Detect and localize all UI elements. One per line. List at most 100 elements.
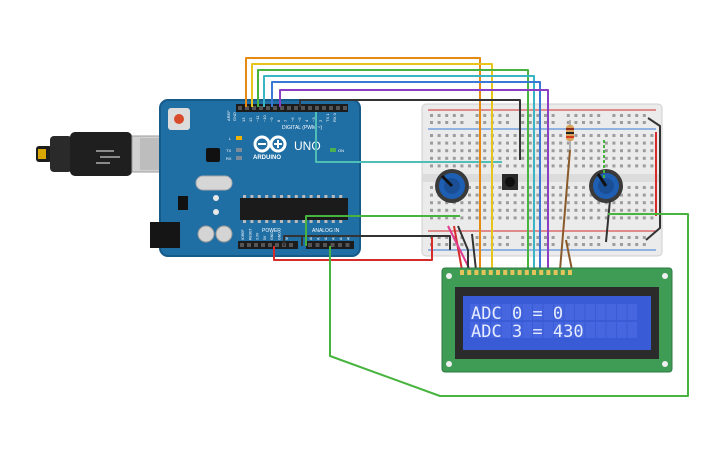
- breadboard-hole[interactable]: [483, 216, 487, 220]
- lcd-pin[interactable]: [510, 270, 515, 275]
- breadboard-hole[interactable]: [528, 164, 532, 168]
- breadboard-hole[interactable]: [574, 186, 578, 189]
- rail-hole[interactable]: [597, 121, 601, 124]
- lcd-pin[interactable]: [560, 270, 565, 275]
- breadboard-hole[interactable]: [612, 149, 616, 153]
- wire-black-lcd[interactable]: [471, 233, 477, 271]
- rail-hole[interactable]: [460, 121, 464, 124]
- breadboard-hole[interactable]: [437, 156, 441, 160]
- breadboard-hole[interactable]: [536, 164, 540, 168]
- breadboard-hole[interactable]: [475, 156, 479, 160]
- rail-hole[interactable]: [642, 121, 646, 124]
- rail-hole[interactable]: [536, 121, 540, 124]
- breadboard-hole[interactable]: [650, 193, 654, 197]
- breadboard-hole[interactable]: [521, 141, 525, 145]
- breadboard-hole[interactable]: [498, 149, 502, 153]
- breadboard-hole[interactable]: [635, 186, 639, 189]
- breadboard-hole[interactable]: [513, 156, 517, 160]
- rail-hole[interactable]: [521, 236, 525, 239]
- breadboard-hole[interactable]: [566, 208, 570, 212]
- header-pin[interactable]: [338, 243, 342, 247]
- rail-hole[interactable]: [528, 243, 532, 246]
- breadboard-hole[interactable]: [437, 164, 441, 168]
- rail-hole[interactable]: [498, 236, 502, 239]
- breadboard-hole[interactable]: [650, 201, 654, 205]
- rail-hole[interactable]: [521, 243, 525, 246]
- rail-hole[interactable]: [566, 243, 570, 246]
- breadboard-hole[interactable]: [582, 134, 585, 137]
- rail-hole[interactable]: [483, 114, 487, 117]
- breadboard-hole[interactable]: [475, 164, 479, 168]
- breadboard-hole[interactable]: [460, 201, 464, 205]
- header-pin[interactable]: [322, 106, 326, 110]
- breadboard-hole[interactable]: [468, 149, 471, 153]
- breadboard-hole[interactable]: [445, 164, 449, 168]
- wire-green[interactable]: [257, 69, 529, 140]
- breadboard-hole[interactable]: [582, 193, 585, 197]
- breadboard-hole[interactable]: [437, 149, 441, 153]
- lcd-pin[interactable]: [481, 270, 486, 275]
- breadboard-hole[interactable]: [528, 216, 532, 220]
- rail-hole[interactable]: [483, 236, 487, 239]
- breadboard-hole[interactable]: [642, 216, 646, 220]
- header-pin[interactable]: [287, 106, 291, 110]
- rail-hole[interactable]: [452, 114, 456, 117]
- rail-hole[interactable]: [620, 121, 623, 124]
- rail-hole[interactable]: [521, 114, 525, 117]
- breadboard-hole[interactable]: [498, 186, 502, 189]
- breadboard-hole[interactable]: [635, 164, 639, 168]
- breadboard-hole[interactable]: [551, 216, 555, 220]
- lcd-pin[interactable]: [496, 270, 500, 275]
- breadboard-hole[interactable]: [483, 149, 487, 153]
- breadboard-hole[interactable]: [468, 164, 471, 168]
- breadboard-hole[interactable]: [528, 141, 532, 145]
- breadboard-hole[interactable]: [430, 156, 433, 160]
- wire-black-pot[interactable]: [605, 199, 611, 243]
- breadboard-hole[interactable]: [597, 208, 601, 212]
- rail-hole[interactable]: [612, 121, 616, 124]
- breadboard-hole[interactable]: [582, 164, 585, 168]
- breadboard-hole[interactable]: [536, 208, 540, 212]
- breadboard-hole[interactable]: [445, 201, 449, 205]
- breadboard-hole[interactable]: [506, 193, 509, 197]
- rail-hole[interactable]: [536, 114, 540, 117]
- rail-hole[interactable]: [551, 114, 555, 117]
- rail-hole[interactable]: [506, 121, 509, 124]
- rail-hole[interactable]: [528, 236, 532, 239]
- wire-green-a0[interactable]: [305, 215, 460, 246]
- header-pin[interactable]: [315, 106, 319, 110]
- rail-hole[interactable]: [506, 114, 509, 117]
- breadboard-hole[interactable]: [566, 193, 570, 197]
- lcd-pin[interactable]: [474, 270, 479, 275]
- header-pin[interactable]: [329, 106, 333, 110]
- header-pin[interactable]: [252, 106, 256, 110]
- breadboard-hole[interactable]: [620, 164, 623, 168]
- lcd-pin[interactable]: [568, 270, 572, 275]
- breadboard-hole[interactable]: [430, 208, 433, 212]
- breadboard-hole[interactable]: [597, 164, 601, 168]
- breadboard-hole[interactable]: [445, 216, 449, 220]
- rail-hole[interactable]: [574, 243, 578, 246]
- breadboard-hole[interactable]: [506, 156, 509, 160]
- breadboard-hole[interactable]: [513, 208, 517, 212]
- breadboard-hole[interactable]: [559, 193, 563, 197]
- breadboard-hole[interactable]: [475, 201, 479, 205]
- breadboard-hole[interactable]: [612, 201, 616, 205]
- breadboard-hole[interactable]: [604, 134, 608, 137]
- breadboard-hole[interactable]: [521, 186, 525, 189]
- rail-hole[interactable]: [551, 243, 555, 246]
- breadboard-hole[interactable]: [650, 216, 654, 220]
- breadboard-hole[interactable]: [650, 149, 654, 153]
- breadboard-hole[interactable]: [445, 134, 449, 137]
- breadboard-hole[interactable]: [612, 164, 616, 168]
- breadboard-hole[interactable]: [430, 134, 433, 137]
- wire-brown-2[interactable]: [565, 239, 573, 271]
- header-pin[interactable]: [323, 243, 327, 247]
- header-pin[interactable]: [266, 106, 270, 110]
- breadboard-hole[interactable]: [536, 186, 540, 189]
- rail-hole[interactable]: [574, 236, 578, 239]
- breadboard-hole[interactable]: [604, 149, 608, 153]
- breadboard-hole[interactable]: [612, 141, 616, 145]
- breadboard-hole[interactable]: [498, 156, 502, 160]
